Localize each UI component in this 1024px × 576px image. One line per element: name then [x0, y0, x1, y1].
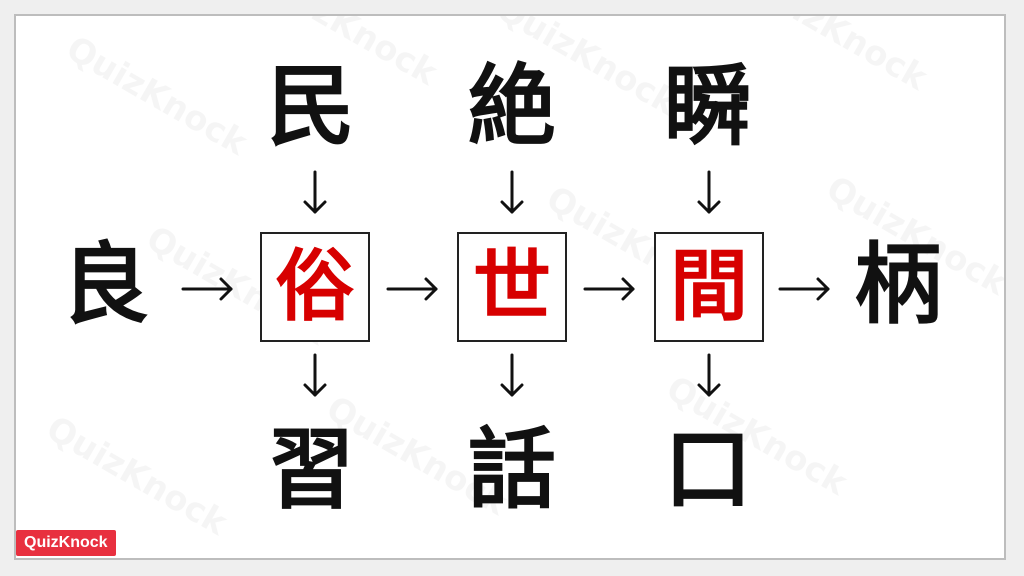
answer-box-1: 俗 [260, 232, 370, 342]
clue-right: 柄 [853, 233, 942, 336]
clue-bottom-3: 口 [663, 418, 752, 521]
answer-3: 間 [669, 242, 748, 332]
arrow-down-icon [500, 353, 524, 397]
brand-logo: QuizKnock [16, 530, 116, 556]
answer-box-2: 世 [457, 232, 567, 342]
answer-2: 世 [472, 242, 551, 332]
arrow-down-icon [697, 353, 721, 397]
clue-bottom-2: 話 [467, 418, 556, 521]
arrow-right-icon [386, 277, 438, 301]
arrow-right-icon [778, 277, 830, 301]
arrow-down-icon [500, 170, 524, 214]
arrow-down-icon [303, 170, 327, 214]
answer-box-3: 間 [654, 232, 764, 342]
clue-top-3: 瞬 [663, 55, 752, 158]
arrow-down-icon [303, 353, 327, 397]
answer-1: 俗 [275, 242, 354, 332]
arrow-right-icon [583, 277, 635, 301]
clue-top-2: 絶 [467, 55, 556, 158]
clue-left: 良 [60, 233, 149, 336]
clue-bottom-1: 習 [266, 418, 355, 521]
arrow-right-icon [181, 277, 233, 301]
clue-top-1: 民 [266, 55, 355, 158]
arrow-down-icon [697, 170, 721, 214]
